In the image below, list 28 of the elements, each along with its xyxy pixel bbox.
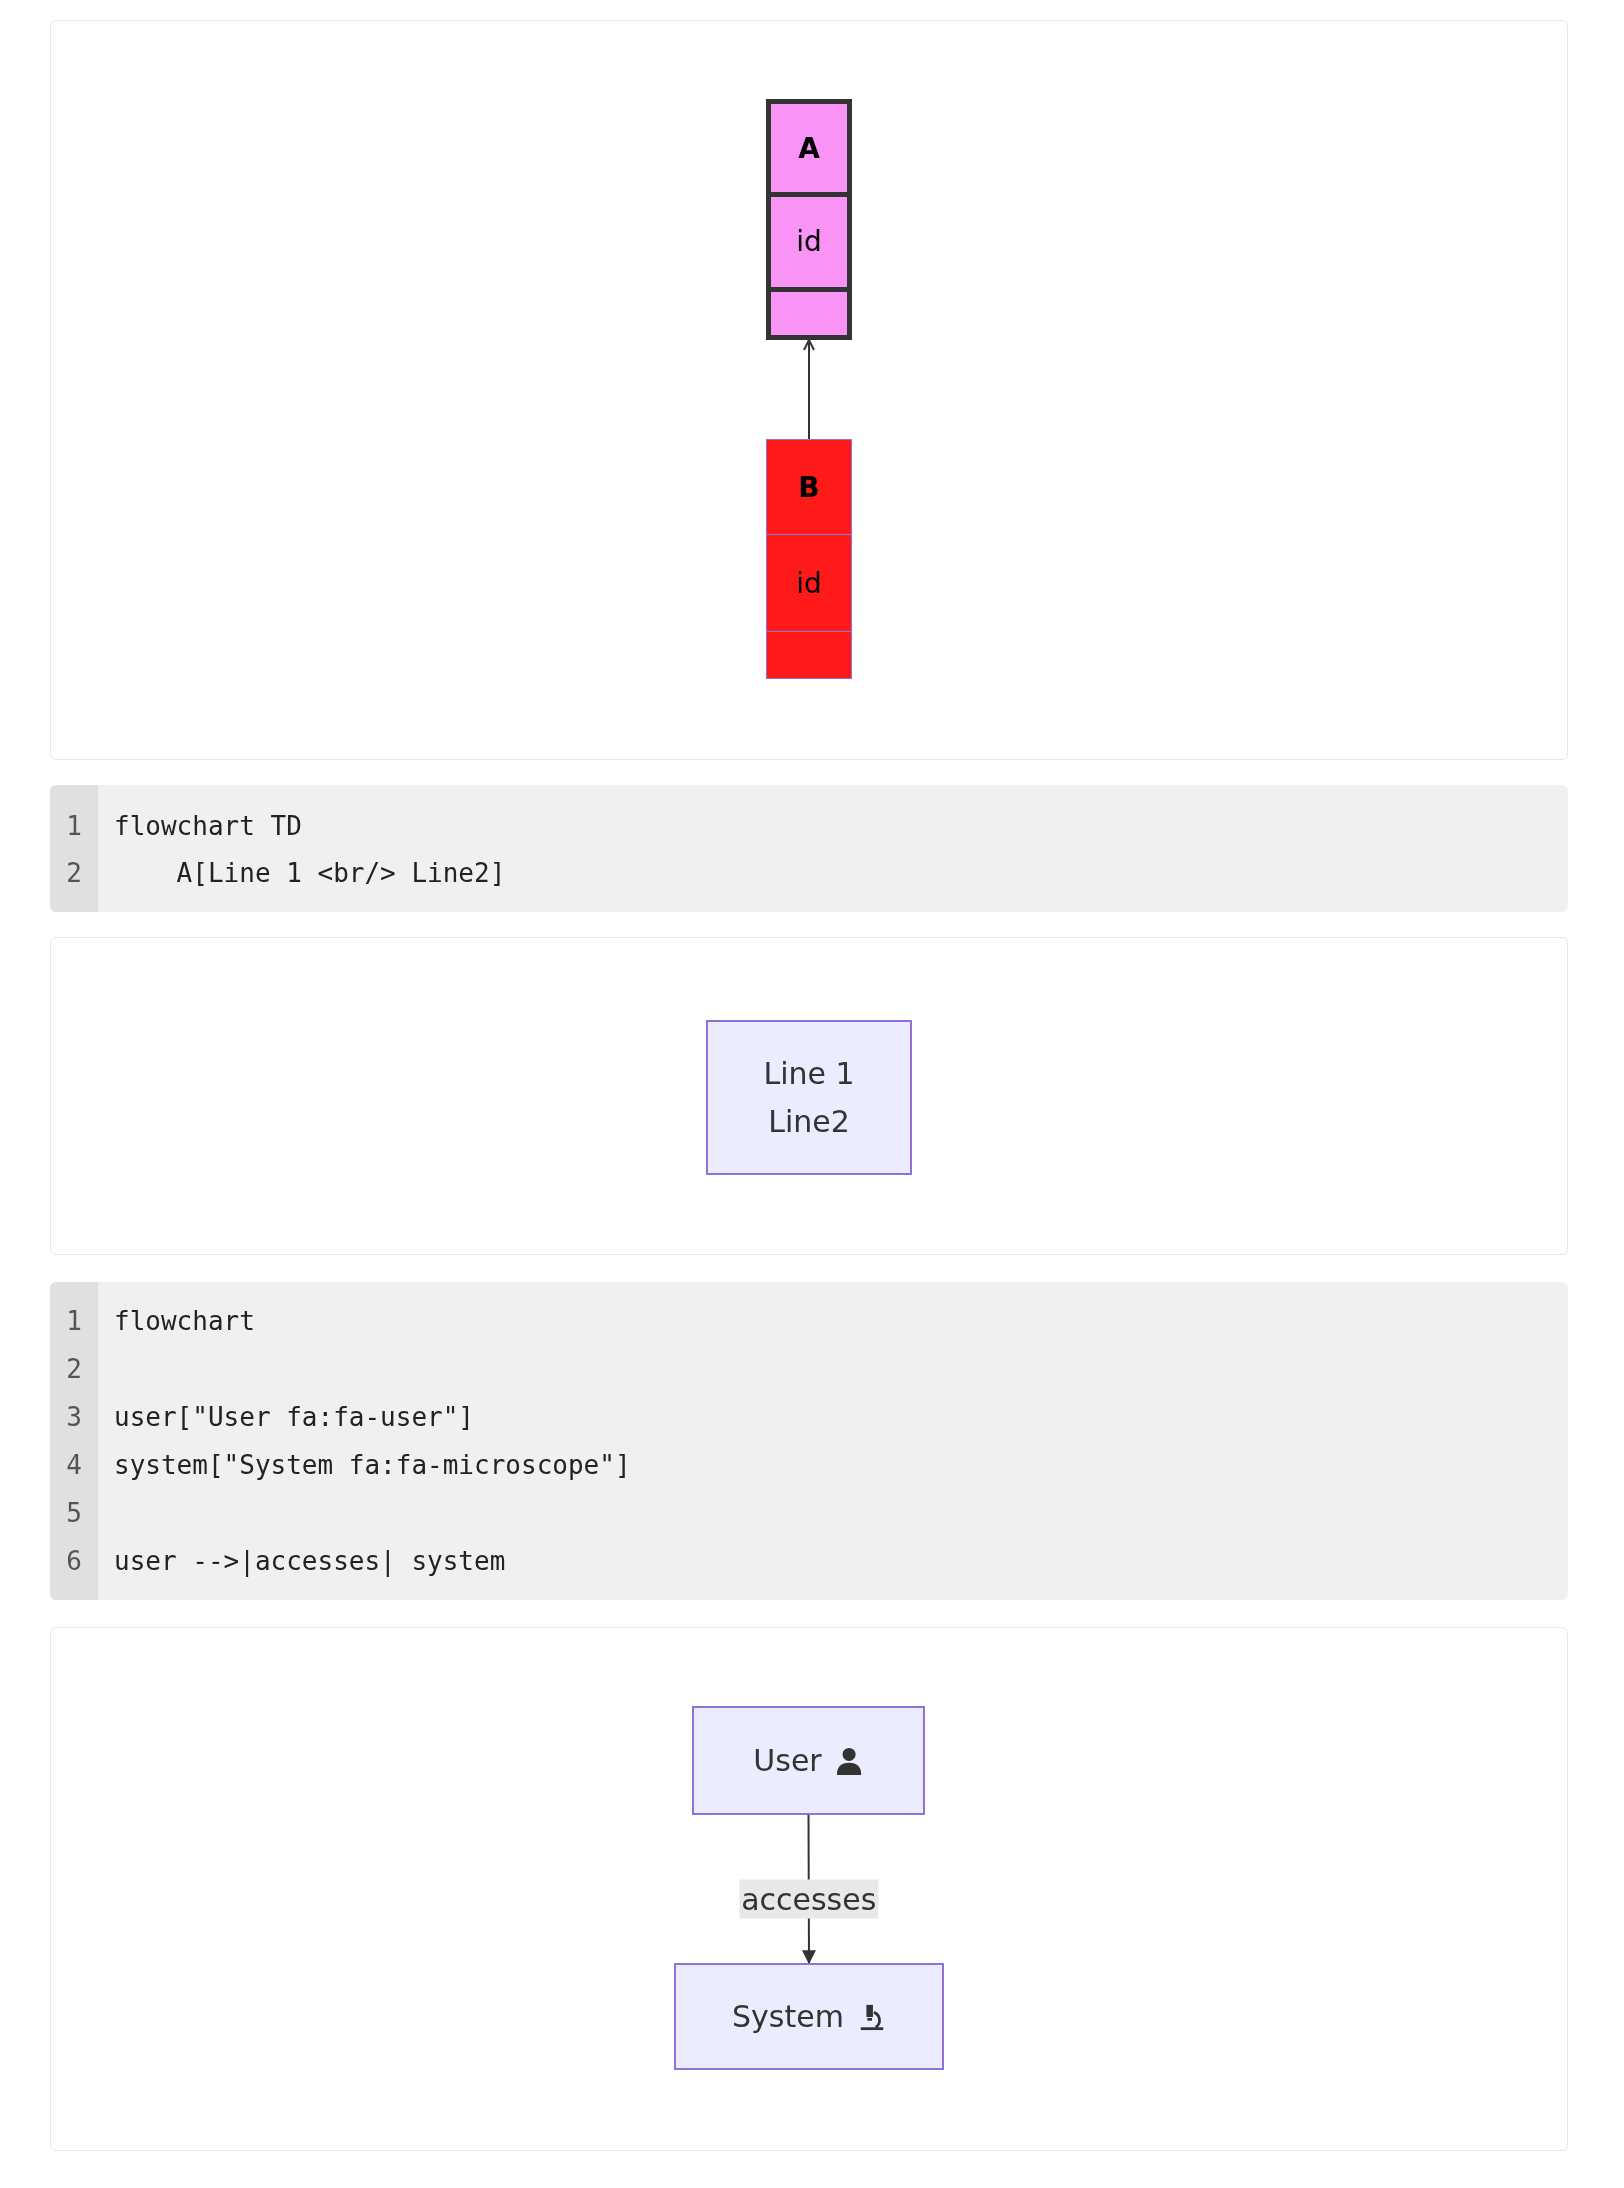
node-label: User [753,1741,822,1780]
line-number: 1 [65,1305,83,1338]
entity-box [766,99,852,340]
node-label: Line 1 Line2 [762,1054,856,1141]
line-number: 5 [65,1497,83,1530]
code-line: system["System fa:fa-microscope"] [114,1449,631,1482]
line-number: 1 [65,810,83,843]
code-line: user["User fa:fa-user"] [114,1401,475,1434]
code-line: user -->|accesses| system [114,1545,506,1578]
entity-name: A [798,131,820,165]
line-number: 4 [65,1449,83,1482]
process-box [706,1020,912,1175]
code-line: flowchart TD [114,810,302,843]
process-box [674,1963,944,2070]
entity-box [766,439,852,679]
attribute-name: id [796,566,822,600]
code-line: flowchart [114,1305,255,1338]
line-number: 6 [65,1545,83,1578]
edge-label: accesses [739,1879,879,1919]
line-number: 3 [65,1401,83,1434]
node-label: System [732,1997,844,2036]
line-number: 2 [65,1353,83,1386]
process-box [692,1706,925,1815]
attribute-name: id [796,225,822,259]
line-number: 2 [65,857,83,890]
arrow [803,339,815,440]
code-line: A[Line 1 <br/> Line2] [175,857,506,890]
entity-name: B [798,470,820,504]
